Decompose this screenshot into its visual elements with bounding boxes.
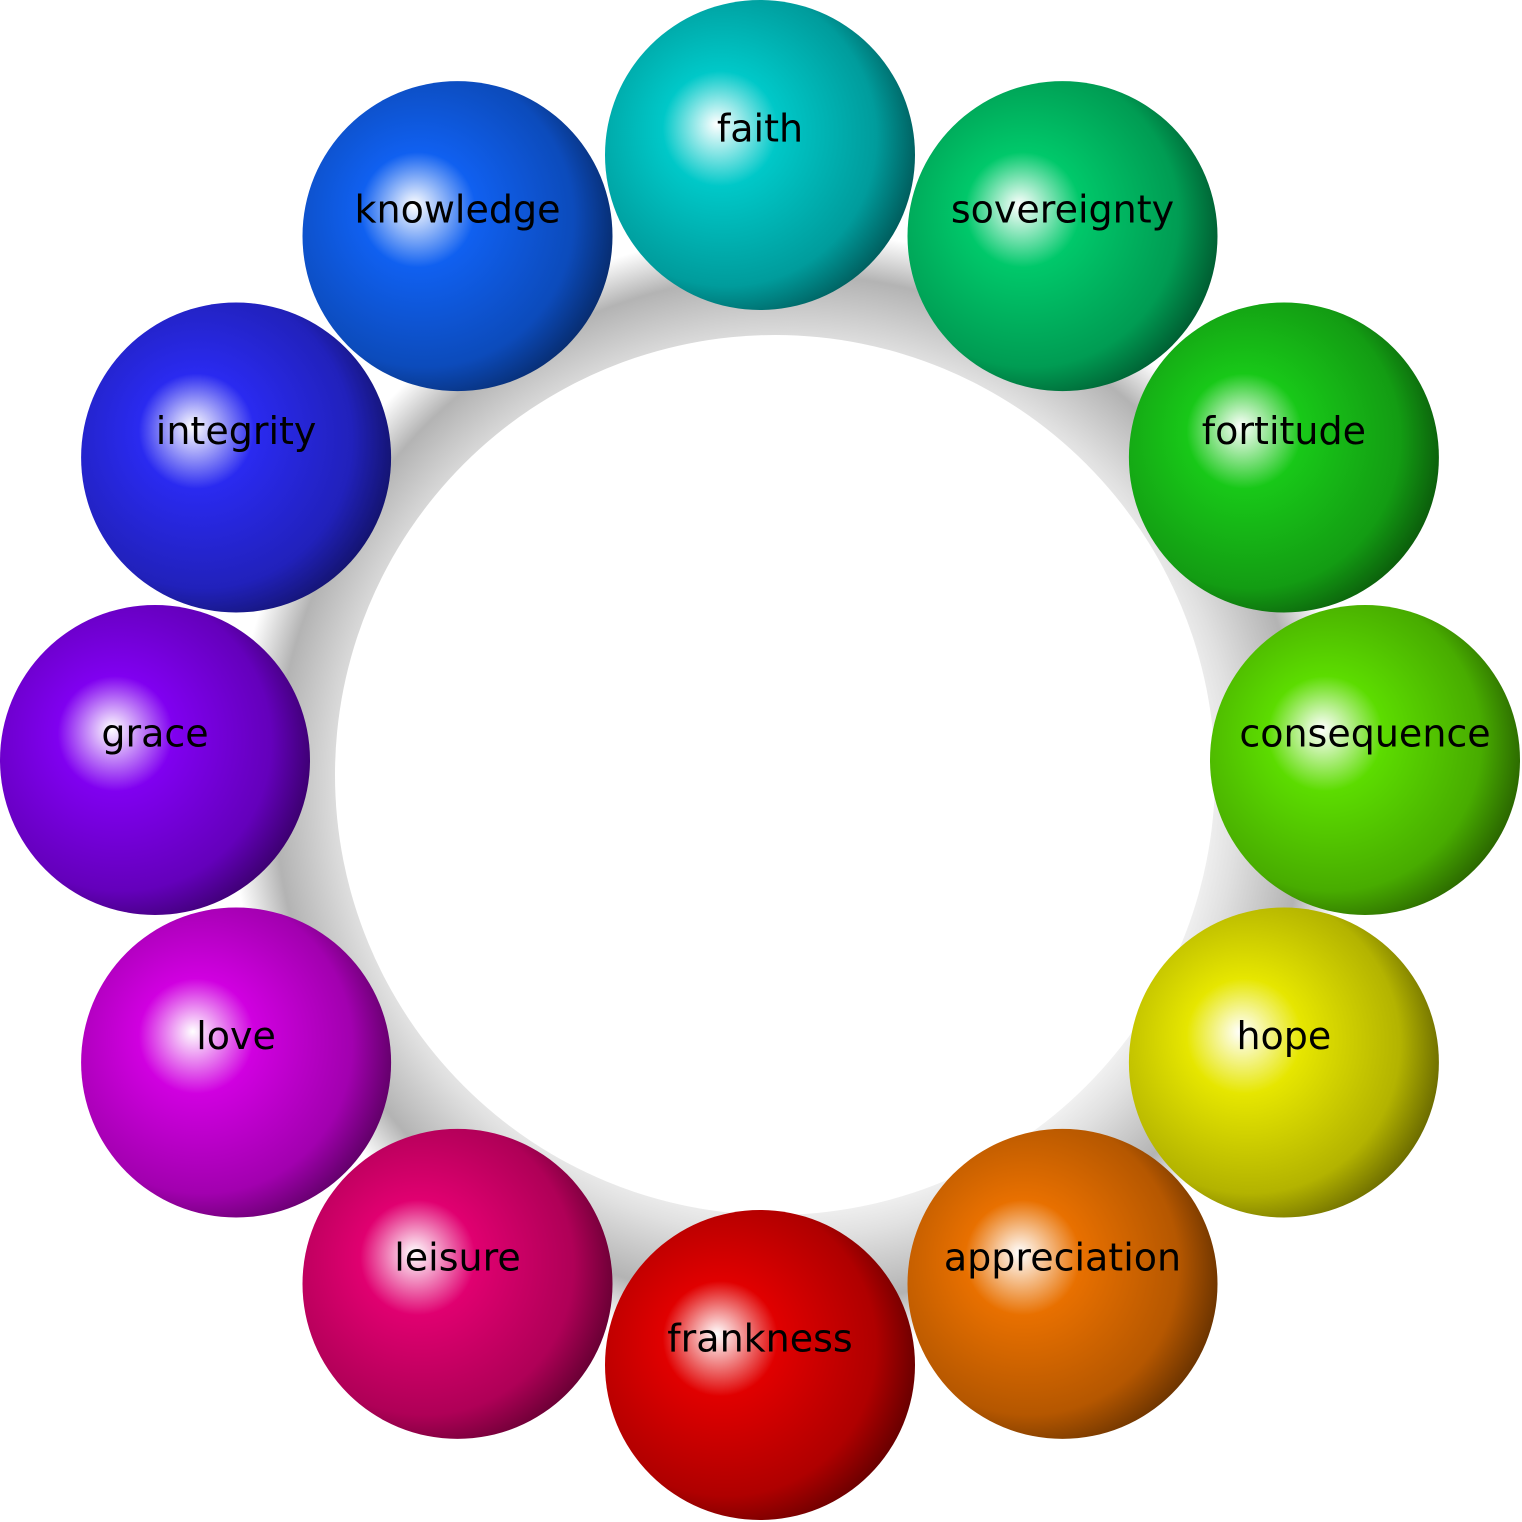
sphere-sovereignty: sovereignty — [907, 81, 1218, 392]
sphere-faith-ball — [605, 0, 915, 310]
sphere-frankness: frankness — [605, 1210, 915, 1520]
sphere-love: love — [81, 907, 392, 1218]
sphere-grace: grace — [0, 605, 310, 915]
sphere-appreciation: appreciation — [907, 1128, 1218, 1439]
sphere-knowledge-label: knowledge — [355, 188, 561, 232]
sphere-love-ball — [81, 907, 392, 1218]
sphere-integrity-ball — [81, 302, 392, 613]
sphere-consequence-label: consequence — [1239, 712, 1490, 756]
sphere-leisure-label: leisure — [394, 1235, 521, 1279]
sphere-grace-ball — [0, 605, 310, 915]
sphere-integrity-label: integrity — [156, 409, 317, 453]
sphere-fortitude-ball — [1128, 302, 1439, 613]
sphere-hope-ball — [1128, 907, 1439, 1218]
sphere-fortitude: fortitude — [1128, 302, 1439, 613]
ring-center — [335, 335, 1215, 1215]
sphere-sovereignty-label: sovereignty — [951, 188, 1174, 232]
sphere-love-label: love — [196, 1014, 276, 1058]
sphere-fortitude-label: fortitude — [1202, 409, 1366, 453]
sphere-knowledge: knowledge — [302, 81, 613, 392]
sphere-sovereignty-ball — [907, 81, 1218, 392]
sphere-faith-label: faith — [717, 107, 803, 151]
sphere-faith: faith — [605, 0, 915, 310]
sphere-hope: hope — [1128, 907, 1439, 1218]
sphere-appreciation-label: appreciation — [944, 1235, 1181, 1279]
sphere-consequence-ball — [1210, 605, 1520, 915]
sphere-frankness-ball — [605, 1210, 915, 1520]
sphere-leisure-ball — [302, 1128, 613, 1439]
sphere-frankness-label: frankness — [667, 1317, 852, 1361]
sphere-leisure: leisure — [302, 1128, 613, 1439]
sphere-integrity: integrity — [81, 302, 392, 613]
sphere-appreciation-ball — [907, 1128, 1218, 1439]
sphere-consequence: consequence — [1210, 605, 1520, 915]
sphere-hope-label: hope — [1236, 1014, 1331, 1058]
sphere-grace-label: grace — [101, 712, 208, 756]
sphere-knowledge-ball — [302, 81, 613, 392]
